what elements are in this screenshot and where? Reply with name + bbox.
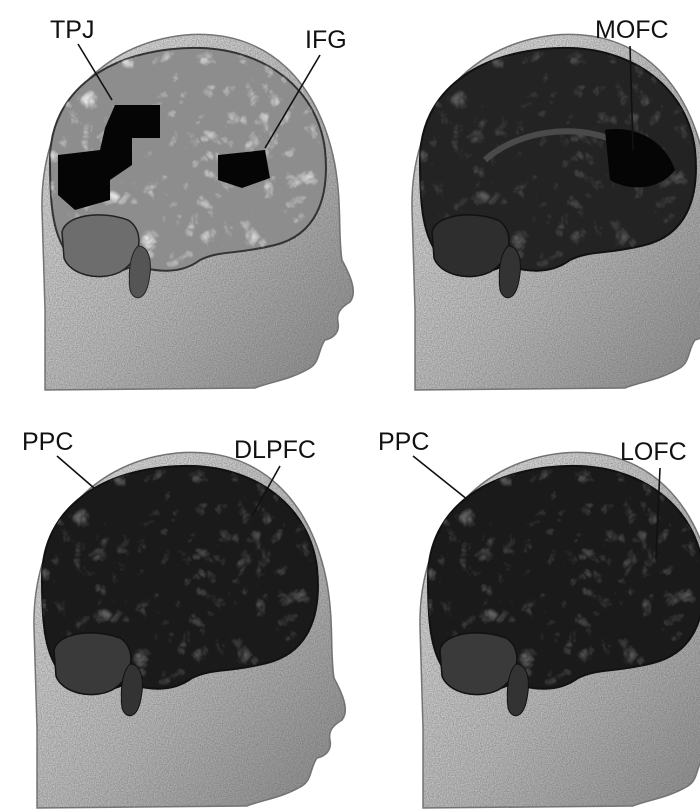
- head-illustration: [34, 452, 345, 808]
- panel-bottom-left: PPC DLPFC: [22, 428, 345, 808]
- head-illustration: [42, 34, 353, 390]
- panel-top-right: MOFC: [412, 16, 700, 390]
- label-dlpfc: DLPFC: [234, 436, 316, 464]
- leader-line-ppc: [57, 456, 94, 488]
- label-ifg: IFG: [305, 26, 347, 54]
- label-lofc: LOFC: [620, 438, 687, 466]
- panel-bottom-right: PPC LOFC: [378, 428, 700, 808]
- label-mofc: MOFC: [595, 16, 669, 44]
- label-ppc: PPC: [378, 428, 429, 456]
- head-illustration: [412, 34, 700, 390]
- label-tpj: TPJ: [50, 16, 94, 44]
- label-ppc: PPC: [22, 428, 73, 456]
- leader-line-ppc: [413, 456, 468, 500]
- panel-top-left: TPJ IFG: [42, 16, 353, 390]
